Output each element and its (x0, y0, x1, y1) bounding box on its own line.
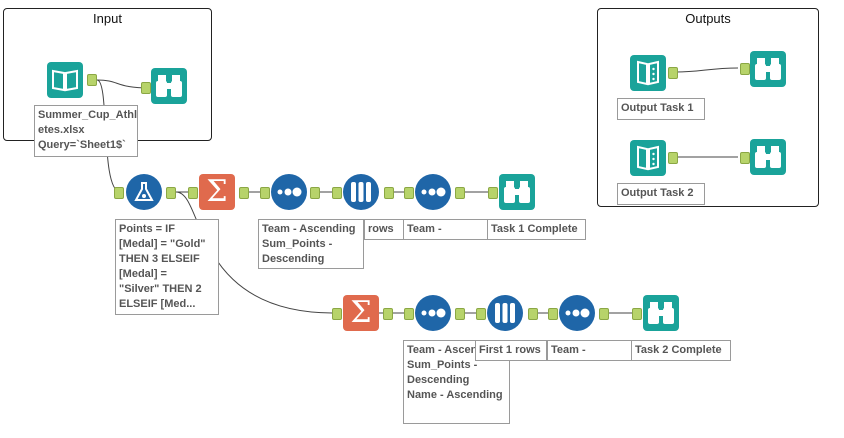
flask-icon (134, 182, 154, 201)
summarize-tool-1[interactable]: Σ (199, 174, 235, 210)
formula-tool[interactable] (126, 174, 162, 210)
browse-tool-2[interactable] (643, 295, 679, 331)
browse-out1-anchor[interactable] (740, 63, 750, 75)
sort1-label: Team - Ascending Sum_Points - Descending (258, 219, 364, 269)
browse1-label: Task 1 Complete (487, 219, 586, 240)
sigma-icon: Σ (350, 295, 372, 330)
sum1-output-anchor[interactable] (239, 187, 249, 199)
binoculars-icon (755, 146, 781, 168)
output-book-icon (637, 60, 659, 86)
wire-output1-browse (675, 67, 739, 73)
dots-icon (277, 187, 302, 197)
binoculars-icon (648, 302, 674, 324)
sort2b-input-anchor[interactable] (548, 308, 558, 320)
output2-anchor[interactable] (668, 152, 678, 164)
formula-label: Points = IF [Medal] = "Gold" THEN 3 ELSE… (115, 219, 219, 315)
dots-icon (421, 187, 446, 197)
sample2-label: First 1 rows (475, 340, 547, 361)
sum2-output-anchor[interactable] (383, 308, 393, 320)
summarize-tool-2[interactable]: Σ (343, 295, 379, 331)
browse1-input-anchor[interactable] (488, 187, 498, 199)
sort-tool-1b[interactable] (415, 174, 451, 210)
browse-tool-out1[interactable] (750, 51, 786, 87)
sample1-input-anchor[interactable] (332, 187, 342, 199)
sample2-input-anchor[interactable] (476, 308, 486, 320)
input-data-tool[interactable] (47, 62, 83, 98)
sort1-input-anchor[interactable] (260, 187, 270, 199)
output1-anchor[interactable] (668, 67, 678, 79)
dots-icon (565, 308, 590, 318)
browse0-input-anchor[interactable] (141, 82, 151, 94)
sample2-output-anchor[interactable] (528, 308, 538, 320)
output-book-icon (637, 145, 659, 171)
sample-tool-1[interactable] (343, 174, 379, 210)
input-container-title: Input (93, 11, 122, 26)
sigma-icon: Σ (206, 174, 228, 209)
dots-icon (421, 308, 446, 318)
test-tubes-icon (351, 182, 371, 202)
formula-input-anchor[interactable] (114, 187, 124, 199)
output1-label: Output Task 1 (617, 98, 705, 120)
browse-out2-anchor[interactable] (740, 152, 750, 164)
sort1b-output-anchor[interactable] (455, 187, 465, 199)
sort2-input-anchor[interactable] (404, 308, 414, 320)
sort1b-input-anchor[interactable] (404, 187, 414, 199)
sum2-input-anchor[interactable] (332, 308, 342, 320)
formula-output-anchor[interactable] (166, 187, 176, 199)
sort2b-output-anchor[interactable] (599, 308, 609, 320)
browse2-label: Task 2 Complete (631, 340, 731, 361)
test-tubes-icon (495, 303, 515, 323)
binoculars-icon (504, 181, 530, 203)
sort-tool-2[interactable] (415, 295, 451, 331)
browse-tool-input[interactable] (151, 68, 187, 104)
sum1-input-anchor[interactable] (188, 187, 198, 199)
sort1-output-anchor[interactable] (310, 187, 320, 199)
output2-label: Output Task 2 (617, 183, 705, 205)
browse-tool-out2[interactable] (750, 139, 786, 175)
sort1b-label: Team - Ascending (403, 219, 489, 240)
book-icon (52, 69, 78, 92)
binoculars-icon (156, 75, 182, 97)
sort-tool-2b[interactable] (559, 295, 595, 331)
browse-tool-1[interactable] (499, 174, 535, 210)
sample-tool-2[interactable] (487, 295, 523, 331)
sort2b-label: Team - Ascending (547, 340, 633, 361)
sort-tool-1[interactable] (271, 174, 307, 210)
binoculars-icon (755, 58, 781, 80)
input-output-anchor[interactable] (87, 74, 97, 86)
sample1-output-anchor[interactable] (384, 187, 394, 199)
sort2-output-anchor[interactable] (455, 308, 465, 320)
browse2-input-anchor[interactable] (632, 308, 642, 320)
output-tool-1[interactable] (630, 55, 666, 91)
sample1-label: rows (364, 219, 404, 240)
input-file-label: Summer_Cup_Athl etes.xlsx Query=`Sheet1$… (34, 105, 138, 157)
output-tool-2[interactable] (630, 140, 666, 176)
outputs-container-title: Outputs (685, 11, 731, 26)
